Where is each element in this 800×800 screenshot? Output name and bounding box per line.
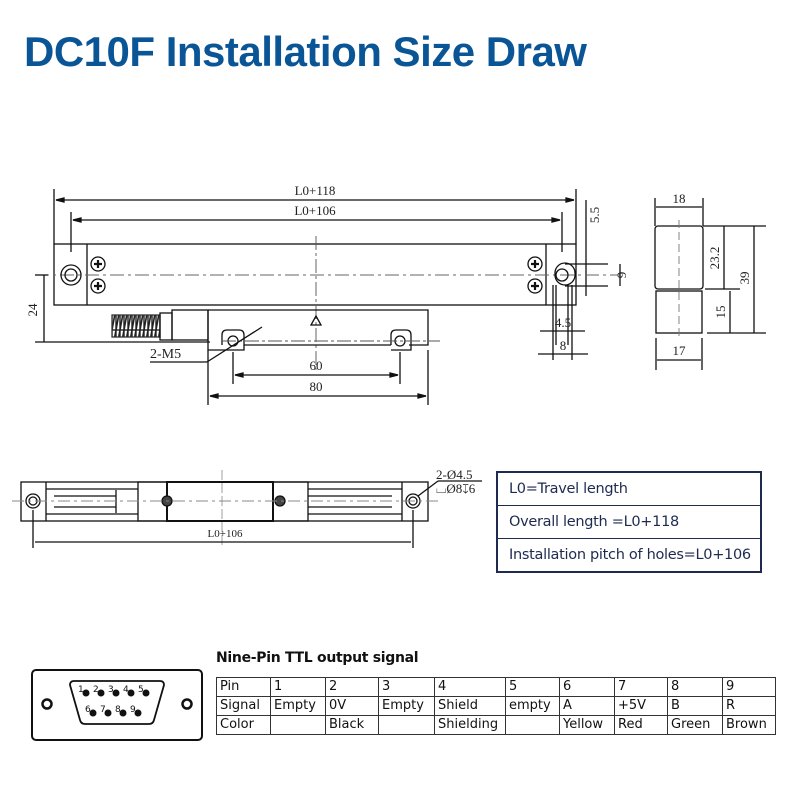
hole-spec-line2: ⌴Ø8↧6 — [436, 481, 476, 496]
pin-label: 2 — [93, 685, 99, 695]
db9-connector: 1 2 3 4 5 6 7 8 9 — [31, 669, 203, 741]
table-cell: R — [722, 696, 776, 716]
dim-top-width: 18 — [673, 191, 686, 206]
dim-hole-dia: 4.5 — [555, 315, 571, 330]
pin-label: 9 — [130, 705, 136, 715]
side-view: 18 23.2 15 39 17 — [654, 191, 766, 370]
pin-label: 7 — [100, 705, 106, 715]
pin-label: 3 — [108, 685, 114, 695]
dim-upper-height: 23.2 — [707, 247, 722, 270]
table-cell — [505, 715, 560, 735]
dim-height-24: 24 — [25, 303, 40, 317]
screw-icon — [90, 256, 106, 294]
table-cell: 6 — [559, 677, 615, 697]
table-cell: Shield — [434, 696, 506, 716]
dim-lower-height: 15 — [713, 306, 728, 319]
table-row: Color Black Shielding Yellow Red Green B… — [216, 715, 776, 735]
pin-label: 1 — [78, 685, 84, 695]
front-view: L0+118 L0+106 5.5 9 — [25, 183, 629, 405]
table-cell: Red — [614, 715, 668, 735]
table-cell: Yellow — [559, 715, 615, 735]
dim-top-hole-pitch: L0+106 — [208, 528, 243, 540]
hole-spec-line1: 2-Ø4.5 — [436, 467, 472, 482]
pin-label: 6 — [85, 705, 91, 715]
row-label: Pin — [216, 677, 271, 697]
table-cell: Black — [325, 715, 379, 735]
screw-icon — [527, 256, 543, 294]
table-cell: 2 — [325, 677, 379, 697]
table-cell: 0V — [325, 696, 379, 716]
row-label: Color — [216, 715, 271, 735]
table-cell: 8 — [667, 677, 723, 697]
dim-slot-length: 8 — [560, 338, 567, 353]
dim-bottom-width: 17 — [673, 343, 687, 358]
table-cell: +5V — [614, 696, 668, 716]
top-view: L0+106 2-Ø4.5 ⌴Ø8↧6 — [12, 467, 482, 548]
legend-travel-length: L0=Travel length — [498, 473, 760, 506]
dim-hole-pitch: L0+106 — [294, 203, 336, 218]
table-cell — [270, 715, 326, 735]
table-cell: empty — [505, 696, 560, 716]
pin-label: 5 — [138, 685, 144, 695]
pin-table-title: Nine-Pin TTL output signal — [216, 650, 419, 666]
table-cell: A — [559, 696, 615, 716]
table-cell: Shielding — [434, 715, 506, 735]
table-cell — [378, 715, 435, 735]
table-cell: 7 — [614, 677, 668, 697]
pin-label: 8 — [115, 705, 121, 715]
legend-overall-length: Overall length =L0+118 — [498, 506, 760, 539]
pin-table: Pin 1 2 3 4 5 6 7 8 9 Signal Empty 0V Em… — [216, 677, 776, 735]
row-label: Signal — [216, 696, 271, 716]
dim-slot-width: 9 — [614, 272, 629, 279]
table-cell: 1 — [270, 677, 326, 697]
table-row: Signal Empty 0V Empty Shield empty A +5V… — [216, 696, 776, 716]
dim-reader-length: 80 — [310, 379, 323, 394]
table-cell: 3 — [378, 677, 435, 697]
dim-total-height: 39 — [737, 272, 752, 285]
pin-label: 4 — [123, 685, 129, 695]
dim-reader-hole-pitch: 60 — [310, 358, 323, 373]
table-cell: Empty — [270, 696, 326, 716]
table-cell: Green — [667, 715, 723, 735]
table-cell: 4 — [434, 677, 506, 697]
thread-label: 2-M5 — [150, 347, 181, 362]
dim-end-offset: 5.5 — [587, 207, 602, 223]
page-title: DC10F Installation Size Draw — [24, 28, 587, 75]
dimension-legend: L0=Travel length Overall length =L0+118 … — [496, 471, 762, 573]
dim-overall-length: L0+118 — [295, 183, 336, 198]
table-cell: 9 — [722, 677, 776, 697]
table-cell: B — [667, 696, 723, 716]
legend-hole-pitch: Installation pitch of holes=L0+106 — [509, 547, 751, 563]
table-row: Pin 1 2 3 4 5 6 7 8 9 — [216, 677, 776, 697]
table-cell: Brown — [722, 715, 776, 735]
table-cell: 5 — [505, 677, 560, 697]
table-cell: Empty — [378, 696, 435, 716]
